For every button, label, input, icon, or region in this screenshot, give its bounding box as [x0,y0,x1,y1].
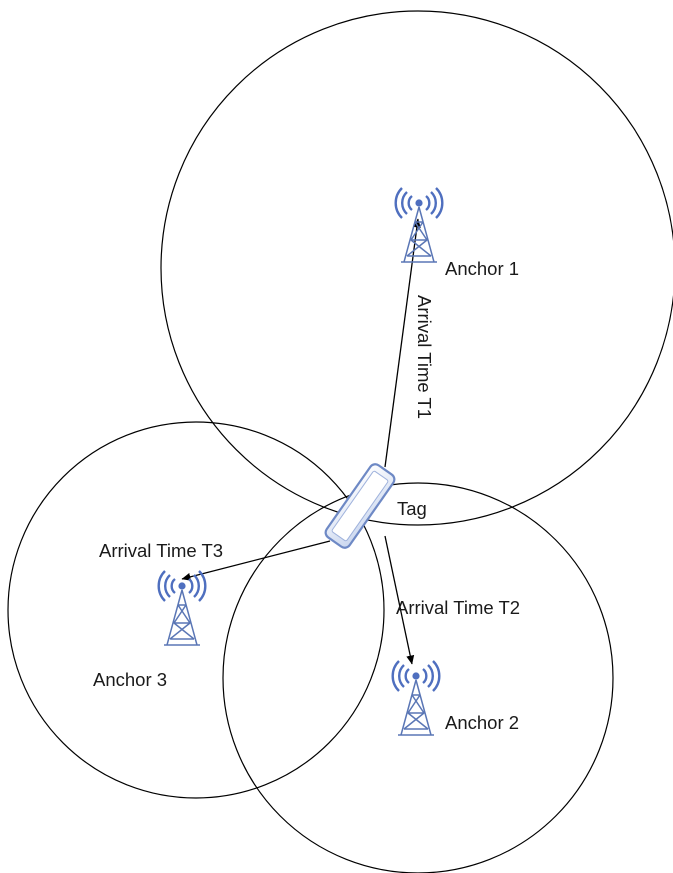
anchor-2-label: Anchor 2 [445,712,519,733]
arrival-time-t2-label: Arrival Time T2 [396,597,520,618]
anchor-3-tower-icon [157,569,207,647]
arrival-time-t3-label: Arrival Time T3 [99,540,223,561]
anchor-3-label: Anchor 3 [93,669,167,690]
anchor-3-range-circle [7,421,385,799]
anchor-2-tower-icon [391,659,441,737]
arrow-to-anchor-3 [181,540,331,581]
anchor-1-range-circle [160,10,673,526]
anchor-1-tower-icon [394,186,444,264]
arrow-to-anchor-2 [384,535,415,665]
anchor-1-label: Anchor 1 [445,258,519,279]
arrival-time-t1-label: Arrival Time T1 [414,295,435,419]
tag-label: Tag [397,498,427,519]
arrow-to-anchor-1 [384,218,421,468]
tag-device-icon [324,463,396,549]
anchor-2-range-circle [222,482,614,873]
